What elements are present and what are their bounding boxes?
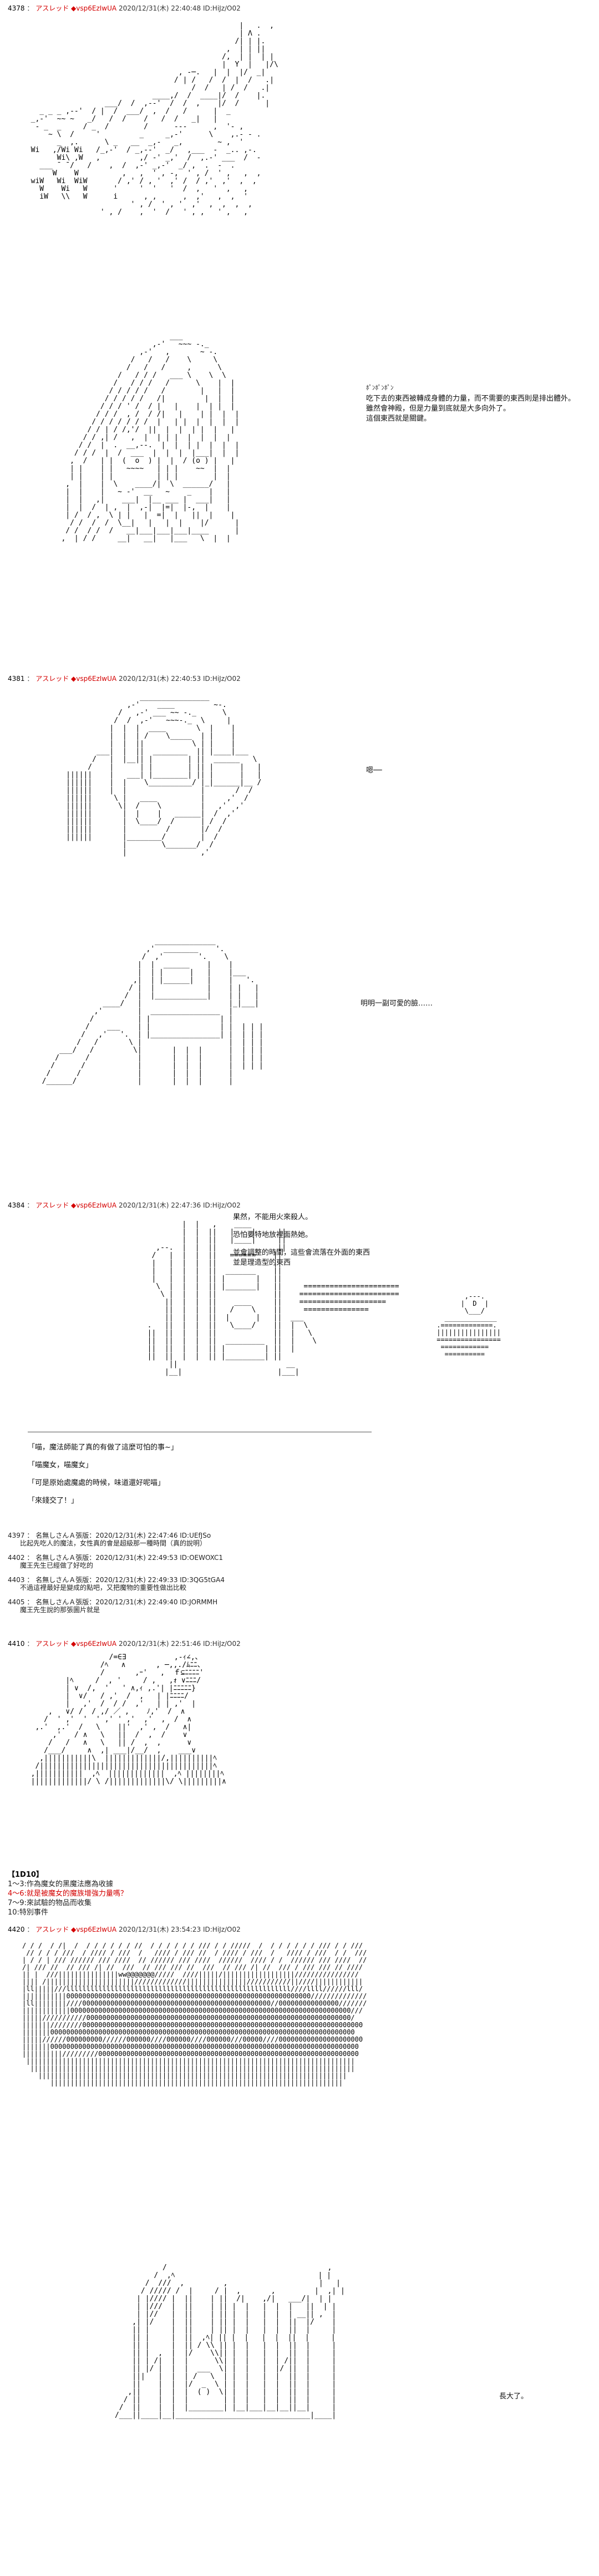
response-head: 名無しさんＡ張版：2020/12/31(木) 22:49:33 ID:3QG5t… [35, 1576, 225, 1584]
quote-line: 「來錢交了！」 [28, 1497, 79, 1505]
response-body: 不過這裡最好是變成的點吧，又把魔物的重要性做出比較 [20, 1584, 187, 1592]
ascii-art-girl-with-hat: /=∈∃ ,-ｨ∠,､ /ﾍ ∧ , ─,,./ﾑﾆﾆ、 / ,ｰ' , ｆ⊆ﾆ… [31, 1654, 226, 1786]
post-header: 4378 ： アスレッド ◆vsp6EzIwUA 2020/12/31(木) 2… [8, 4, 241, 12]
vote-block: 【1D10】 1～3:作為魔女的黑魔法應為收據 4～6:就是被魔女的魔族增強力量… [8, 1870, 128, 1917]
response-number: 4397 [8, 1532, 25, 1539]
response-body: 魔王先生說的那張圖片就是 [20, 1606, 100, 1614]
separator: ： [27, 1554, 34, 1562]
post-meta: 2020/12/31(木) 22:40:53 ID:HiJz/O02 [118, 675, 241, 683]
post-number: 4378 [8, 4, 25, 12]
quote-line: 「喵，魔法師能了真的有做了這麼可怕的事~」 [28, 1443, 178, 1452]
separator: ： [27, 1598, 34, 1606]
speech-text: 明明一副可愛的臉…… [361, 999, 433, 1008]
speech-line: 並是理造型的東西 [233, 1259, 291, 1267]
post-header: 4410 ： アスレッド ◆vsp6EzIwUA 2020/12/31(木) 2… [8, 1640, 241, 1648]
response-body: 魔王先生已經做了好吃的 [20, 1562, 94, 1569]
narration-block: 吃下去的東西被轉成身體的力量，而不需要的東西則是排出體外。 雖然會神殿，但是力量… [366, 394, 575, 424]
post-number: 4410 [8, 1640, 25, 1648]
speech-block: 果然，不能用火來殺人。 恐怕要特地放裡面熱她。 並會調整的時間，這些會流落在外面… [233, 1213, 370, 1268]
post-meta: 2020/12/31(木) 22:40:48 ID:HiJz/O02 [118, 4, 241, 12]
poster-name: アスレッド ◆vsp6EzIwUA [35, 1640, 117, 1648]
post-number: 4420 [8, 1926, 25, 1933]
narration-line: 這個東西就是關鍵。 [366, 415, 432, 423]
post-meta: 2020/12/31(木) 22:51:46 ID:HiJz/O02 [118, 1640, 241, 1648]
ascii-art-girl-standing: / , / ,ﾍ | | / /// , , | | / ///// / | /… [114, 2264, 345, 2420]
response-head: 名無しさんＡ張版：2020/12/31(木) 22:49:53 ID:OEWOX… [35, 1554, 224, 1562]
poster-name: アスレッド ◆vsp6EzIwUA [35, 1926, 117, 1933]
response-head: 名無しさんＡ張版：2020/12/31(木) 22:47:46 ID:UEfJS… [35, 1532, 211, 1539]
quote-line: 「喵魔女，喵魔女」 [28, 1461, 93, 1469]
ascii-art-cup: ,---. | D | \___/ _____________ .=======… [436, 1293, 501, 1358]
speech-line: 果然，不能用火來殺人。 [233, 1213, 313, 1221]
poster-name: アスレッド ◆vsp6EzIwUA [35, 675, 117, 683]
response-number: 4403 [8, 1576, 25, 1584]
post-meta: 2020/12/31(木) 22:47:36 ID:HiJz/O02 [118, 1201, 241, 1209]
narration-quotes: 「喵，魔法師能了真的有做了這麼可怕的事~」 「喵魔女，喵魔女」 「可是原始處魔處… [28, 1443, 178, 1506]
post-number: 4384 [8, 1201, 25, 1209]
narration-line: 雖然會神殿，但是力量到底就是大多向外了。 [366, 405, 511, 413]
ascii-art-figure-with-cup: | | , ____ | | || | | || | | || |____| |… [147, 1221, 399, 1376]
separator: ： [27, 1532, 34, 1539]
ascii-art-figure-pose: ______________ ,' ________ '. / ,' '. \ … [42, 938, 263, 1085]
quote-line: 「可是原始處魔處的時候，味道還好呢喵」 [28, 1479, 165, 1487]
response-number: 4402 [8, 1554, 25, 1562]
post-header: 4381 ： アスレッド ◆vsp6EzIwUA 2020/12/31(木) 2… [8, 675, 241, 683]
separator: ： [27, 4, 34, 12]
separator: ： [27, 1201, 34, 1209]
response-head: 名無しさんＡ張版：2020/12/31(木) 22:49:40 ID:JORMM… [35, 1598, 218, 1606]
post-meta: 2020/12/31(木) 23:54:23 ID:HiJz/O02 [118, 1926, 241, 1933]
post-header: 4384 ： アスレッド ◆vsp6EzIwUA 2020/12/31(木) 2… [8, 1201, 241, 1209]
response-body: 比起先吃人的魔法，女性真的會是超級那一種時間（真的說明） [20, 1539, 207, 1547]
poster-name: アスレッド ◆vsp6EzIwUA [35, 4, 117, 12]
speech-text: 嗯── [366, 766, 382, 775]
post-number: 4381 [8, 675, 25, 683]
response-item: 4402 ： 名無しさんＡ張版：2020/12/31(木) 22:49:53 I… [8, 1554, 225, 1562]
separator: ： [27, 1926, 34, 1933]
separator: ： [27, 675, 34, 683]
response-item: 4403 ： 名無しさんＡ張版：2020/12/31(木) 22:49:33 I… [8, 1576, 225, 1584]
ascii-art-girl-portrait: ___ ,-' ~~~ -._ ,-' , ~ -. / / / \ \ / /… [61, 333, 240, 543]
response-item: 4405 ： 名無しさんＡ張版：2020/12/31(木) 22:49:40 I… [8, 1598, 225, 1606]
vote-title: 【1D10】 [8, 1871, 43, 1879]
narration-line: 吃下去的東西被轉成身體的力量，而不需要的東西則是排出體外。 [366, 395, 576, 403]
poster-name: アスレッド ◆vsp6EzIwUA [35, 1201, 117, 1209]
separator: ： [27, 1576, 34, 1584]
ascii-art-figure-closeup: ________________ ,-' ____ ~-. / ,-' ___ … [66, 694, 262, 857]
ascii-art-sky-and-tower: | . , | Λ . /| | |. , | | || [31, 22, 278, 216]
vote-option: 7～9:來試驗的物品而收集 [8, 1899, 92, 1907]
vote-option: 10:特別事件 [8, 1908, 48, 1917]
post-header: 4420 ： アスレッド ◆vsp6EzIwUA 2020/12/31(木) 2… [8, 1926, 241, 1933]
response-item: 4397 ： 名無しさんＡ張版：2020/12/31(木) 22:47:46 I… [8, 1532, 225, 1539]
vote-option-selected: 4～6:就是被魔女的魔族增強力量嗎？ [8, 1890, 128, 1898]
separator: ： [27, 1640, 34, 1648]
speech-line: 並會調整的時間，這些會流落在外面的東西 [233, 1249, 370, 1257]
speech-text: 長大了。 [499, 2392, 529, 2401]
vote-option: 1～3:作為魔女的黑魔法應為收據 [8, 1880, 113, 1888]
speech-line: 恐怕要特地放裡面熱她。 [233, 1231, 313, 1239]
ascii-art-tree-texture: / / / / /| / / / / / / / // / / / / / / … [22, 1942, 367, 2087]
sound-effect: ﾎﾟﾝﾎﾟﾝﾎﾟﾝ [366, 384, 394, 391]
responses-list: 4397 ： 名無しさんＡ張版：2020/12/31(木) 22:47:46 I… [8, 1532, 225, 1614]
response-number: 4405 [8, 1598, 25, 1606]
